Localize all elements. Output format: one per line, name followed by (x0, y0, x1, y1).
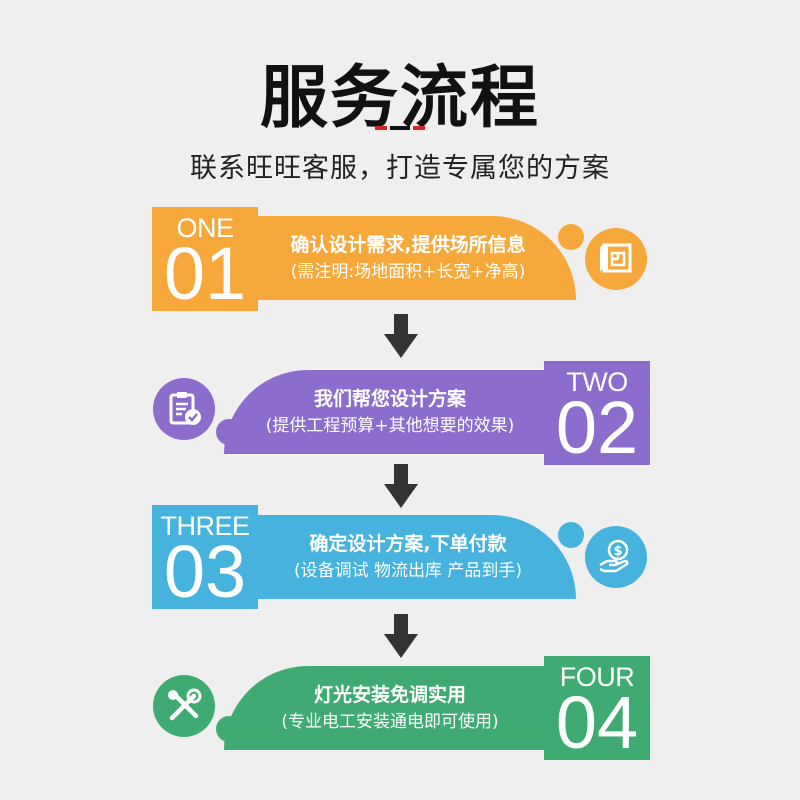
step-1-icon-circle (585, 228, 647, 290)
step-3-main-text: 确定设计方案,下单付款 (309, 533, 507, 555)
title-underline-right (413, 126, 425, 130)
step-4-number: 04 (555, 681, 639, 764)
step-2-main-text: 我们帮您设计方案 (313, 388, 466, 410)
svg-text:$: $ (613, 544, 622, 559)
step-1-word: ONE (176, 213, 234, 243)
step-2-small-circle (216, 419, 242, 445)
step-4-sub-text: (专业电工安装通电即可使用) (281, 712, 499, 732)
step-2-badge: TWO 02 (544, 361, 650, 465)
step-2-number: 02 (555, 386, 639, 469)
arrow-down-icon (384, 464, 418, 508)
clipboard-check-icon (169, 392, 201, 425)
step-1-number: 01 (163, 232, 247, 315)
step-3-icon-circle: $ (585, 526, 647, 588)
title-underline-left (375, 126, 387, 130)
step-4-ribbon: 灯光安装免调实用 (专业电工安装通电即可使用) (224, 666, 604, 750)
step-1-badge: ONE 01 (152, 207, 258, 311)
step-3: 确定设计方案,下单付款 (设备调试 物流出库 产品到手) THREE 03 $ (0, 503, 800, 613)
page-title: 服务流程 (259, 59, 540, 138)
step-3-small-circle (558, 522, 584, 548)
money-hand-icon: $ (599, 539, 629, 573)
step-1-main-text: 确认设计需求,提供场所信息 (290, 234, 526, 256)
step-2-word: TWO (566, 367, 628, 397)
step-2-icon-circle (153, 378, 215, 440)
step-4-badge: FOUR 04 (544, 656, 650, 760)
step-2: 我们帮您设计方案 (提供工程预算+其他想要的效果) TWO 02 (0, 357, 800, 467)
step-3-number: 03 (163, 530, 247, 613)
page-subtitle: 联系旺旺客服，打造专属您的方案 (190, 153, 610, 184)
step-4: 灯光安装免调实用 (专业电工安装通电即可使用) FOUR 04 (0, 652, 800, 762)
step-4-word: FOUR (559, 662, 635, 692)
step-4-small-circle (216, 716, 242, 742)
floor-plan-icon (600, 243, 632, 273)
step-1-sub-text: (需注明:场地面积+长宽+净高) (290, 262, 526, 282)
step-2-ribbon: 我们帮您设计方案 (提供工程预算+其他想要的效果) (224, 370, 604, 454)
step-3-sub-text: (设备调试 物流出库 产品到手) (293, 561, 523, 581)
title-underline-middle (390, 126, 410, 130)
step-3-ribbon: 确定设计方案,下单付款 (设备调试 物流出库 产品到手) (200, 515, 576, 599)
arrow-down-icon (384, 614, 418, 658)
step-4-icon-circle (153, 675, 215, 737)
tools-icon (168, 688, 202, 721)
step-3-word: THREE (160, 511, 250, 541)
step-3-badge: THREE 03 (152, 505, 258, 609)
step-4-main-text: 灯光安装免调实用 (313, 684, 466, 706)
step-2-sub-text: (提供工程预算+其他想要的效果) (265, 416, 515, 436)
arrow-down-icon (384, 314, 418, 358)
step-1-ribbon: 确认设计需求,提供场所信息 (需注明:场地面积+长宽+净高) (200, 216, 576, 300)
step-1: 确认设计需求,提供场所信息 (需注明:场地面积+长宽+净高) ONE 01 (0, 205, 800, 315)
step-1-small-circle (558, 224, 584, 250)
